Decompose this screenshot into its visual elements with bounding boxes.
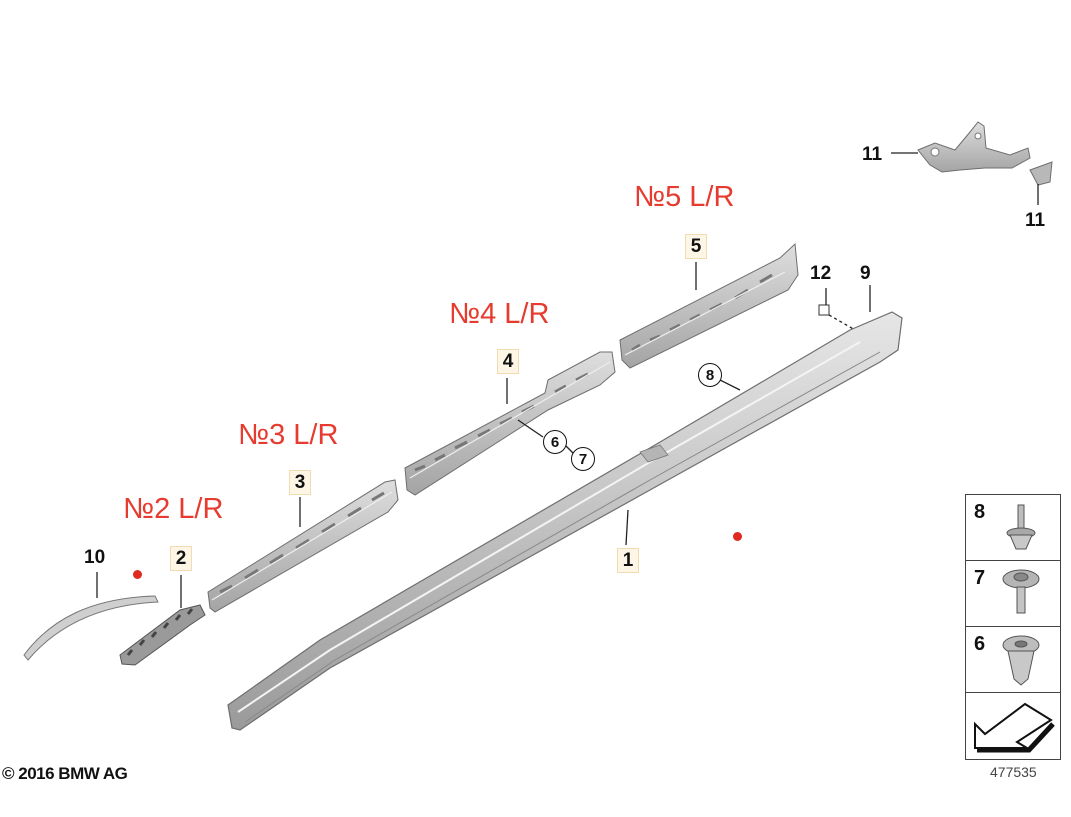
callout-10: 10 xyxy=(84,547,106,568)
legend-num: 6 xyxy=(974,633,986,655)
push-rivet-icon xyxy=(1006,504,1036,550)
annotation-n3: №3 L/R xyxy=(238,419,339,451)
annotation-n5: №5 L/R xyxy=(634,181,735,213)
callout-3: 3 xyxy=(289,470,311,495)
expanding-nut-icon xyxy=(1002,635,1040,686)
part-4-bracket xyxy=(404,351,616,496)
callout-7-circled: 7 xyxy=(571,447,595,471)
part-3-bracket xyxy=(207,479,399,613)
screw-nut-icon xyxy=(1002,569,1040,614)
copyright-notice: © 2016 BMW AG xyxy=(2,764,128,783)
callout-11-top: 11 xyxy=(862,144,883,165)
part-11-bracket xyxy=(917,121,1053,186)
red-dot-marker xyxy=(733,532,742,541)
fastener-legend: 8 7 6 xyxy=(965,494,1061,760)
side-sill-panel xyxy=(227,311,903,731)
callout-6-circled: 6 xyxy=(543,430,567,454)
red-dot-marker xyxy=(133,570,142,579)
legend-cell-6: 6 xyxy=(966,627,1060,693)
legend-cell-8: 8 xyxy=(966,495,1060,561)
legend-cell-7: 7 xyxy=(966,561,1060,627)
callout-2: 2 xyxy=(170,546,192,571)
annotation-n2: №2 L/R xyxy=(123,493,224,525)
callout-8-circled: 8 xyxy=(698,363,722,387)
diagram-id: 477535 xyxy=(990,764,1037,780)
legend-num: 8 xyxy=(974,501,986,523)
legend-num: 7 xyxy=(974,567,986,589)
callout-9: 9 xyxy=(860,263,871,284)
callout-12: 12 xyxy=(810,263,832,284)
callout-11-bottom: 11 xyxy=(1025,210,1046,231)
part-10-arch-trim xyxy=(23,595,159,661)
legend-cell-arrow xyxy=(966,693,1060,759)
part-2-clip-strip xyxy=(119,604,206,666)
vehicle-direction-arrow-icon xyxy=(974,702,1055,753)
part-12-clip xyxy=(818,304,830,316)
annotation-n4: №4 L/R xyxy=(449,298,550,330)
callout-5: 5 xyxy=(685,234,707,259)
part-5-bracket xyxy=(619,242,799,369)
callout-1: 1 xyxy=(617,548,639,573)
callout-4: 4 xyxy=(497,349,519,374)
